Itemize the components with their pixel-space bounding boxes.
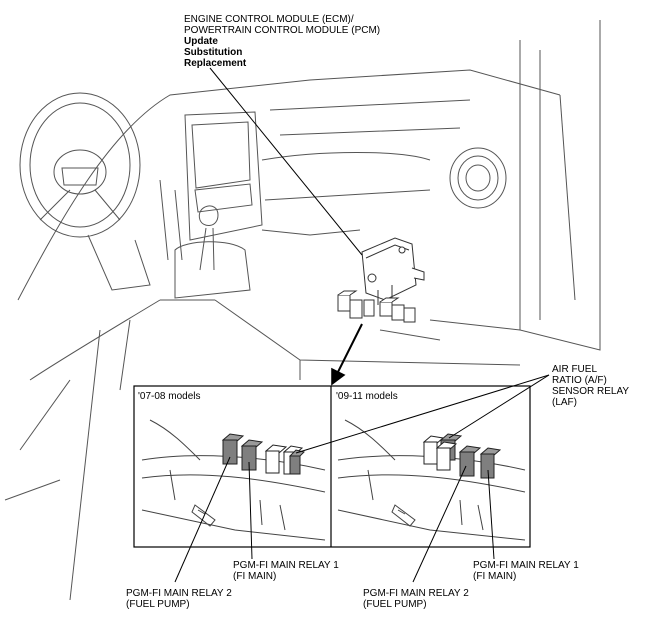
ecm-unit	[361, 237, 425, 305]
laf-label-line2: RATIO (A/F)	[552, 375, 607, 386]
ecm-label-line1: ENGINE CONTROL MODULE (ECM)/	[184, 14, 354, 25]
substitution-link[interactable]: Substitution	[184, 47, 243, 58]
left-relay1-label: PGM-FI MAIN RELAY 1 (FI MAIN)	[233, 560, 339, 582]
callout-leaders	[174, 374, 550, 583]
ecm-label-line2: POWERTRAIN CONTROL MODULE (PCM)	[184, 25, 381, 36]
right-relay2-sub: (FUEL PUMP)	[363, 599, 427, 610]
ecm-leader-line	[209, 67, 363, 256]
left-relay2-name: PGM-FI MAIN RELAY 2	[126, 588, 232, 599]
right-panel-title: '09-11 models	[336, 391, 398, 402]
laf-label-line3: SENSOR RELAY	[552, 386, 630, 397]
left-relays	[221, 433, 305, 475]
left-relay1-leader	[248, 461, 253, 560]
left-panel-title: '07-08 models	[138, 391, 201, 402]
left-relay-laf	[289, 455, 301, 475]
laf-leader-right	[448, 374, 550, 439]
right-relay1-sub: (FI MAIN)	[473, 571, 517, 582]
right-relay2-label: PGM-FI MAIN RELAY 2 (FUEL PUMP)	[363, 588, 469, 610]
left-relay1-name: PGM-FI MAIN RELAY 1	[233, 560, 339, 571]
ecm-label: ENGINE CONTROL MODULE (ECM)/ POWERTRAIN …	[184, 14, 380, 69]
laf-label-line1: AIR FUEL	[552, 364, 598, 375]
right-relay1-name: PGM-FI MAIN RELAY 1	[473, 560, 579, 571]
relay-cluster	[337, 290, 416, 323]
left-relay2-leader	[174, 456, 231, 583]
right-relays	[422, 433, 502, 479]
detail-frame	[133, 385, 531, 548]
detail-arrow	[331, 323, 363, 386]
replacement-link[interactable]: Replacement	[184, 58, 247, 69]
right-relay2-name: PGM-FI MAIN RELAY 2	[363, 588, 469, 599]
right-relay-fi-main-2	[459, 451, 475, 477]
left-relay2-sub: (FUEL PUMP)	[126, 599, 190, 610]
left-relay2-label: PGM-FI MAIN RELAY 2 (FUEL PUMP)	[126, 588, 232, 610]
right-relay-fi-main-1	[480, 453, 495, 479]
right-relay1-leader	[487, 469, 495, 560]
left-relay1-sub: (FI MAIN)	[233, 571, 277, 582]
left-relay-fi-main-2	[222, 439, 238, 465]
dashboard-illustration	[4, 20, 601, 601]
laf-relay-label: AIR FUEL RATIO (A/F) SENSOR RELAY (LAF)	[552, 364, 629, 408]
right-relay2-leader	[412, 465, 467, 583]
right-relay1-label: PGM-FI MAIN RELAY 1 (FI MAIN)	[473, 560, 579, 582]
laf-leader-left	[295, 374, 550, 454]
laf-label-line4: (LAF)	[552, 397, 577, 408]
update-link[interactable]: Update	[184, 36, 218, 47]
